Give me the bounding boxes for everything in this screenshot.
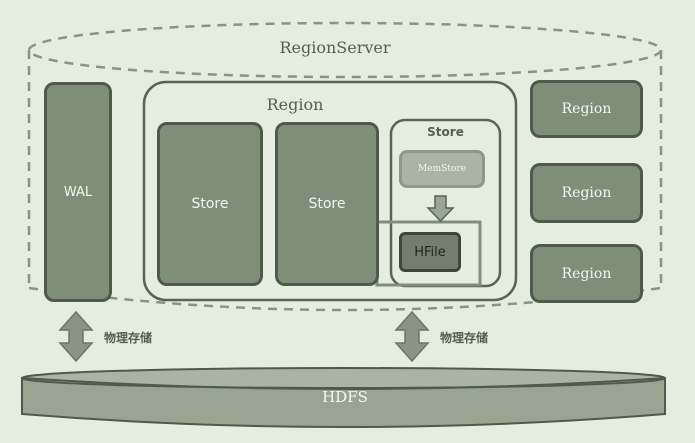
wal-box: WAL — [44, 82, 112, 302]
wal-label: WAL — [63, 184, 93, 200]
hfile-box: HFile — [399, 232, 461, 272]
memstore-label: MemStore — [418, 164, 466, 174]
store-label: Store — [308, 196, 346, 212]
down-arrow-icon — [428, 196, 453, 221]
store-detail-title: Store — [427, 125, 464, 139]
region-label: Region — [561, 101, 612, 117]
physical-storage-label: 物理存储 — [104, 331, 153, 345]
memstore-box: MemStore — [399, 150, 485, 188]
hfile-label: HFile — [414, 244, 446, 260]
store-box: Store — [157, 122, 263, 286]
store-box: Store — [275, 122, 379, 286]
double-arrow-icon — [60, 312, 92, 361]
hdfs-label: HDFS — [322, 388, 368, 406]
store-label: Store — [191, 196, 229, 212]
physical-storage-label: 物理存储 — [440, 331, 489, 345]
region-box: Region — [530, 80, 643, 138]
region-box: Region — [530, 244, 643, 303]
region-label: Region — [561, 185, 612, 201]
region-server-title: RegionServer — [279, 38, 391, 57]
region-label: Region — [561, 265, 612, 282]
double-arrow-icon — [396, 312, 428, 361]
region-box: Region — [530, 163, 643, 223]
region-title: Region — [266, 95, 324, 114]
